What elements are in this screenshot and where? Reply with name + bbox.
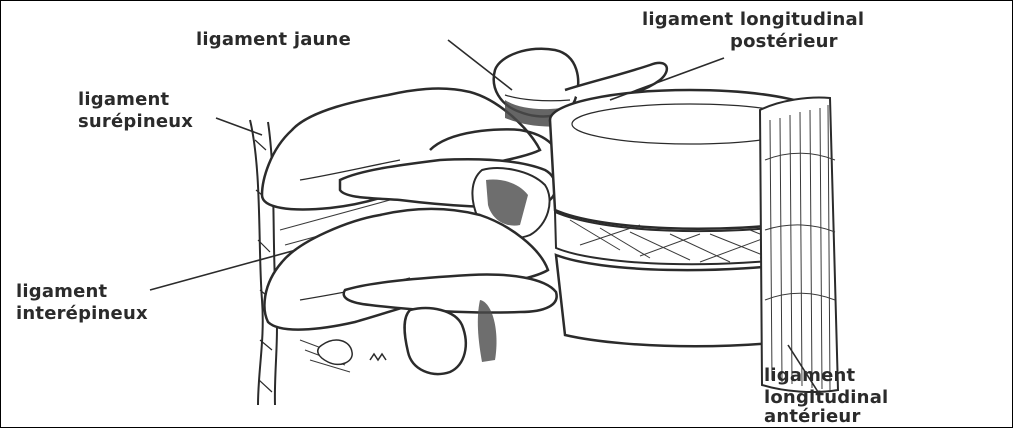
inferior-articular-process — [405, 308, 466, 374]
label-surepineux-line1: ligament — [78, 90, 169, 110]
label-longitudinal-anterieur-line1: ligament — [764, 366, 855, 386]
label-interepineux-line2: interépineux — [16, 304, 148, 324]
leader-surepineux — [216, 118, 262, 135]
label-surepineux-line2: surépineux — [78, 112, 193, 132]
label-ligament-jaune: ligament jaune — [196, 30, 351, 50]
label-longitudinal-posterieur-line2: postérieur — [730, 32, 838, 52]
label-longitudinal-anterieur-line3: antérieur — [764, 407, 861, 427]
label-longitudinal-anterieur-line2: longitudinal — [764, 388, 888, 408]
small-bone-fragment — [318, 340, 386, 364]
label-longitudinal-posterieur-line1: ligament longitudinal — [642, 10, 864, 30]
label-interepineux-line1: ligament — [16, 282, 107, 302]
